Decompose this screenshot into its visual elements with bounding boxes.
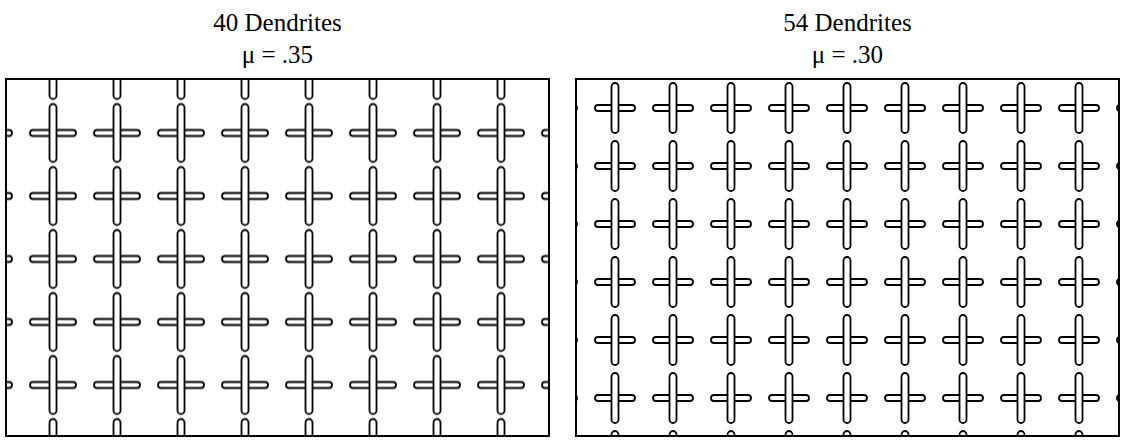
friction-coefficient: μ = .30 bbox=[577, 40, 1118, 70]
friction-coefficient: μ = .35 bbox=[7, 40, 548, 70]
dendrite-panel: 40 Dendritesμ = .35 bbox=[5, 78, 550, 437]
panel-title: 40 Dendrites bbox=[7, 8, 548, 38]
panel-title: 54 Dendrites bbox=[577, 8, 1118, 38]
dendrite-panel: 54 Dendritesμ = .30 bbox=[575, 78, 1120, 437]
dendrite-array bbox=[576, 79, 1119, 436]
dendrite-array bbox=[6, 79, 549, 436]
